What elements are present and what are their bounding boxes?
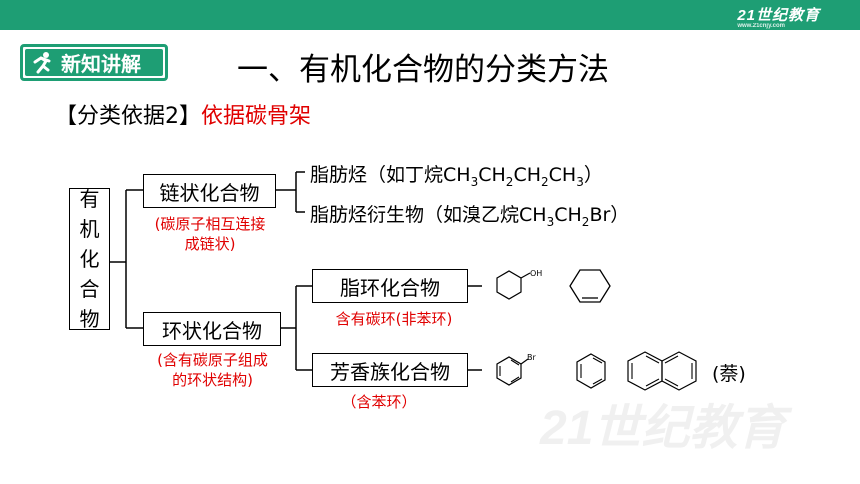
aromatic-compounds-box: 芳香族化合物 (312, 353, 468, 387)
root-box-organic-compounds: 有机化合物 (69, 187, 110, 331)
ring-compounds-box: 环状化合物 (143, 312, 281, 346)
basis-highlight: 依据碳骨架 (201, 104, 312, 129)
ring-note: (含有碳原子组成的环状结构) (157, 351, 268, 389)
benzene-structure (576, 353, 606, 389)
bromoethane-formula: CH3CH2Br (519, 204, 611, 229)
naphthalene-label: (萘) (712, 363, 746, 385)
section-badge: 新知讲解 (20, 44, 168, 81)
brand-logo: 21世纪教育 www.21cnjy.com (737, 7, 820, 29)
badge-label: 新知讲解 (61, 52, 141, 76)
butane-formula: CH3CH2CH2CH3 (443, 164, 584, 189)
aliphatic-derivative-item: 脂肪烃衍生物（如溴乙烷CH3CH2Br） (310, 204, 630, 229)
page-title: 一、有机化合物的分类方法 (237, 52, 609, 88)
basis-prefix: 【分类依据2】 (55, 104, 201, 129)
chain-note: (碳原子相互连接成链状) (154, 215, 266, 253)
header-bar: 21世纪教育 www.21cnjy.com (0, 0, 860, 30)
alicyclic-note: 含有碳环(非苯环) (335, 310, 453, 328)
cyclohexene-structure (569, 269, 611, 303)
watermark: 21世纪教育 (540, 402, 786, 455)
bromobenzene-structure: Br (496, 353, 536, 386)
aromatic-note: （含苯环） (341, 393, 417, 411)
chain-compounds-box: 链状化合物 (143, 174, 276, 208)
aliphatic-hydrocarbon-item: 脂肪烃（如丁烷CH3CH2CH2CH3） (310, 164, 603, 189)
bromine-label: Br (527, 353, 536, 362)
runner-icon (33, 51, 51, 73)
hydroxyl-label: OH (530, 269, 542, 278)
classification-basis: 【分类依据2】依据碳骨架 (55, 98, 311, 130)
cyclohexanol-structure: OH (496, 269, 542, 300)
naphthalene-structure (627, 351, 697, 391)
alicyclic-compounds-box: 脂环化合物 (312, 269, 468, 303)
